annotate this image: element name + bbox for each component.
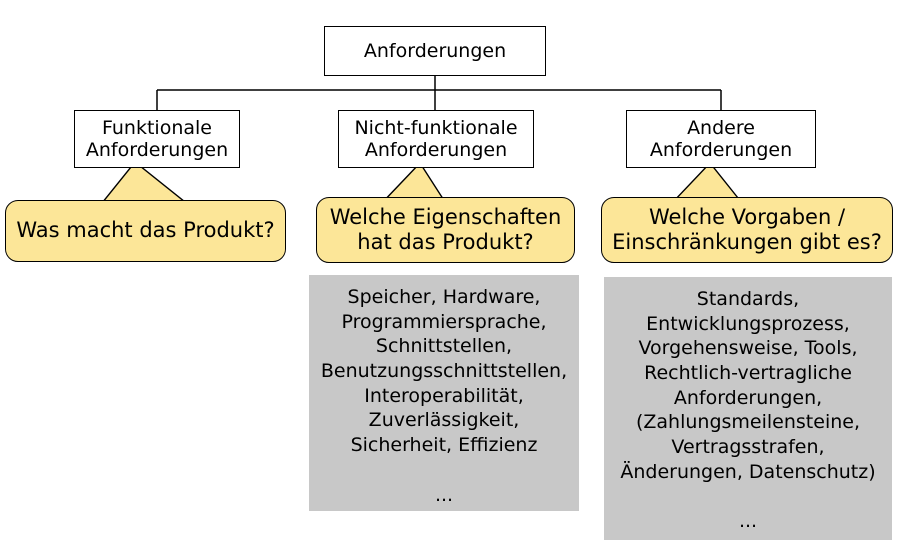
callout-nicht-funktionale-anforderungen[interactable]: Welche Eigenschaften hat das Produkt?: [316, 197, 575, 263]
details-andere-anforderungen: Standards, Entwicklungsprozess, Vorgehen…: [604, 277, 892, 540]
details-nicht-funktionale-anforderungen: Speicher, Hardware, Programmiersprache, …: [309, 275, 579, 511]
callout-andere-anforderungen[interactable]: Welche Vorgaben / Einschränkungen gibt e…: [601, 197, 893, 263]
node-nicht-funktionale-anforderungen[interactable]: Nicht-funktionale Anforderungen: [338, 110, 534, 168]
node-funktionale-anforderungen[interactable]: Funktionale Anforderungen: [74, 110, 240, 168]
node-root-anforderungen[interactable]: Anforderungen: [324, 26, 546, 76]
callout-funktionale-anforderungen[interactable]: Was macht das Produkt?: [5, 200, 286, 262]
node-andere-anforderungen[interactable]: Andere Anforderungen: [626, 110, 816, 168]
